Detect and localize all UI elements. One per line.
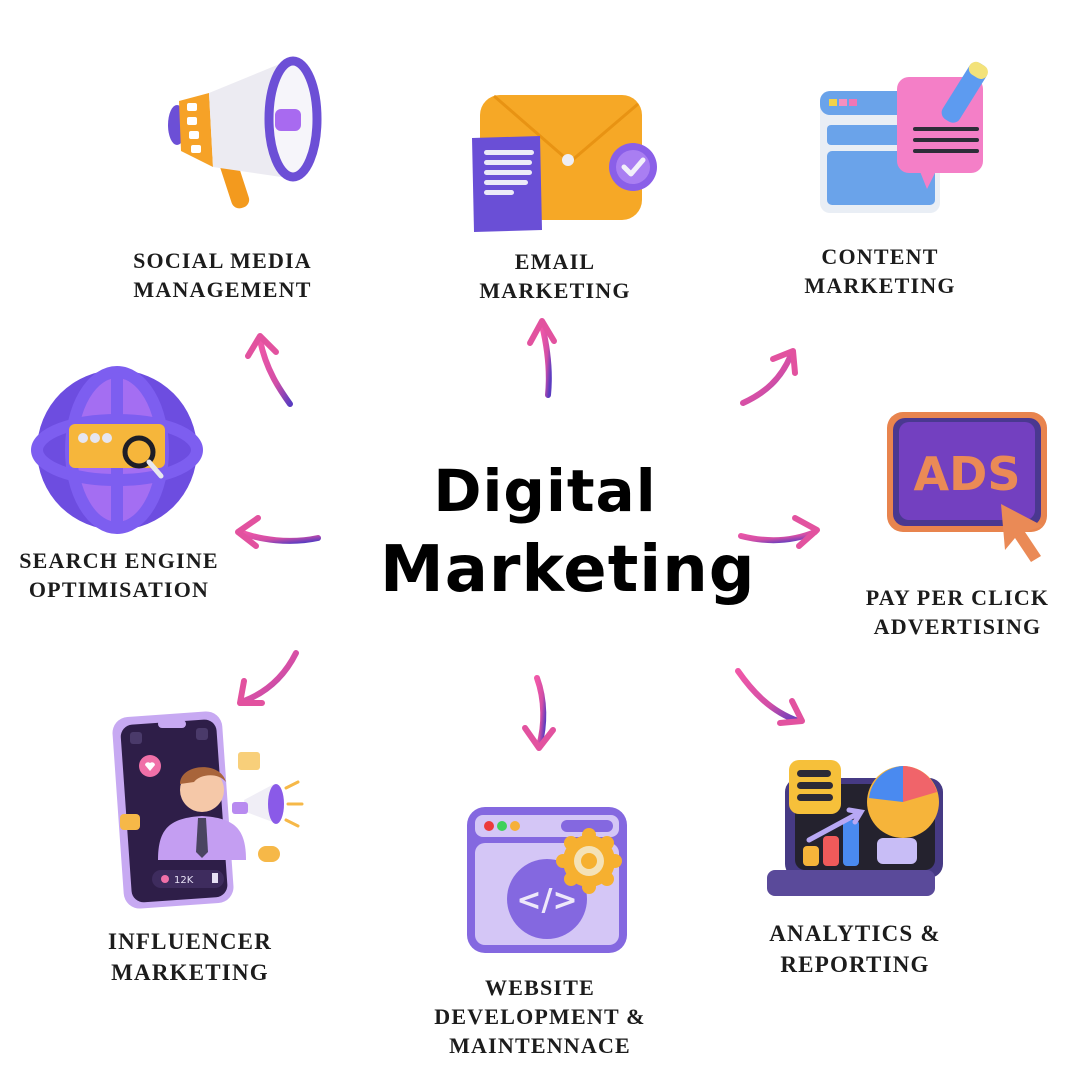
influencer-phone-icon: 12K: [112, 711, 304, 909]
label-influencer: INFLUENCER MARKETING: [107, 929, 273, 985]
code-window-icon: </>: [467, 807, 627, 953]
arrow-to-seo: [235, 515, 321, 549]
analytics-dashboard-icon: [767, 760, 943, 896]
likes-count: 12K: [174, 875, 194, 886]
arrow-to-web-dev: [522, 675, 556, 751]
code-tag-text: </>: [516, 883, 577, 918]
ads-click-icon: ADS: [887, 412, 1047, 562]
label-seo: SEARCH ENGINE OPTIMISATION: [19, 548, 219, 602]
label-web-dev: WEBSITE DEVELOPMENT & MAINTENNACE: [434, 975, 646, 1058]
label-analytics: ANALYTICS & REPORTING: [769, 921, 941, 977]
arrow-to-social-media: [245, 333, 293, 407]
label-content: CONTENT MARKETING: [804, 244, 956, 298]
label-social-media: SOCIAL MEDIA MANAGEMENT: [133, 248, 312, 302]
arrow-to-ppc: [738, 515, 820, 549]
title-line-2: Marketing: [380, 533, 756, 607]
arrow-to-email: [527, 318, 557, 398]
globe-search-icon: [31, 366, 203, 534]
title-line-1: Digital: [433, 457, 657, 525]
label-email: EMAIL MARKETING: [479, 249, 631, 303]
label-ppc: PAY PER CLICK ADVERTISING: [865, 585, 1050, 639]
ads-text: ADS: [914, 447, 1021, 501]
center-title: Digital Marketing: [380, 457, 756, 607]
envelope-icon: [472, 94, 657, 232]
content-edit-icon: [820, 61, 988, 213]
arrow-to-content: [740, 348, 798, 406]
arrow-to-influencer: [237, 650, 299, 706]
megaphone-icon: [168, 56, 322, 209]
arrow-to-analytics: [735, 668, 805, 726]
